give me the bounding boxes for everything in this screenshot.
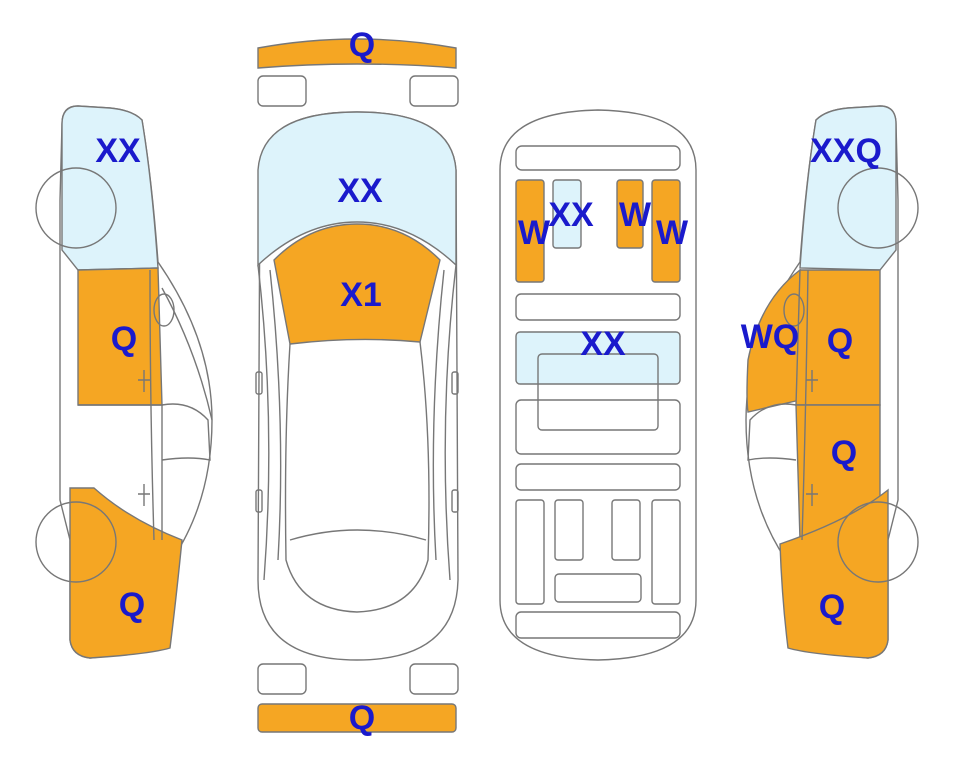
front-bumper-part[interactable] <box>257 38 457 69</box>
top-rear-window <box>289 529 427 541</box>
rear-cushion <box>554 573 642 603</box>
right-mirror-label: WQ <box>741 318 800 356</box>
rear-area <box>515 399 681 455</box>
left-bodyline <box>161 287 213 421</box>
top-side-line-left <box>257 264 270 581</box>
right-rear-wheel <box>837 501 919 583</box>
left-front-wheel <box>35 167 117 249</box>
dashboard <box>515 145 681 171</box>
seat-center-label: W <box>619 196 652 234</box>
hood-label: X1 <box>340 276 382 314</box>
window-center-part[interactable] <box>552 179 582 249</box>
right-door-line <box>801 269 809 541</box>
left-window-label: XX <box>95 132 141 170</box>
left-door-line-2 <box>149 269 155 541</box>
hood-part[interactable] <box>273 223 441 345</box>
left-rear-fender-part[interactable] <box>69 487 183 659</box>
right-door-handle <box>451 489 459 513</box>
rear-seat-left <box>515 499 545 605</box>
left-rear-wheel <box>35 501 117 583</box>
left-mirror-oval <box>153 293 175 327</box>
right-front-door-label: Q <box>827 322 853 360</box>
interior-view: W XX W W XX <box>499 109 697 661</box>
front-bumper-label: Q <box>349 26 375 64</box>
left-mirror <box>255 371 263 395</box>
seat-left-label: W <box>518 214 551 252</box>
right-rear-door-label: Q <box>831 434 857 472</box>
rear-bumper-label: Q <box>349 699 375 737</box>
left-front-door-label: Q <box>111 320 137 358</box>
windshield-label: XX <box>337 172 383 210</box>
left-handle-1 <box>138 370 150 392</box>
front-right-headlight <box>409 75 459 107</box>
seat-right-part[interactable] <box>651 179 681 283</box>
rear-bar-2 <box>515 611 681 639</box>
right-front-wheel <box>837 167 919 249</box>
rear-seat-center-right <box>611 499 641 561</box>
rear-right-light <box>409 663 459 695</box>
left-rear-fender-label: Q <box>119 586 145 624</box>
right-handle-1 <box>806 370 818 392</box>
top-cabin-outline <box>284 341 430 613</box>
right-side-view: XXQ WQ Q Q Q <box>741 105 919 659</box>
right-rear-fender-label: Q <box>819 588 845 626</box>
seat-center-part[interactable] <box>616 179 644 249</box>
left-side-view: XX Q Q <box>35 105 213 659</box>
console-bar <box>515 293 681 321</box>
rear-seat-right <box>651 499 681 605</box>
right-window-part[interactable] <box>799 105 897 271</box>
front-left-headlight <box>257 75 307 107</box>
trunk-part[interactable] <box>515 331 681 385</box>
right-rear-fender-part[interactable] <box>779 488 889 659</box>
seat-left-part[interactable] <box>515 179 545 283</box>
trunk-label: XX <box>580 325 626 363</box>
rear-left-light <box>257 663 307 695</box>
interior-outline <box>499 109 697 661</box>
left-handle-2 <box>138 484 150 506</box>
seat-right-label: W <box>656 214 689 252</box>
top-view: Q XX X1 Q <box>255 26 459 737</box>
top-side-line-right <box>444 264 457 581</box>
right-mirror-part[interactable] <box>746 268 801 413</box>
top-side-inner-left <box>269 269 282 561</box>
left-door-handle <box>255 489 263 513</box>
right-windowline <box>747 403 797 461</box>
right-handle-2 <box>806 484 818 506</box>
right-mirror-oval <box>783 293 805 327</box>
rear-bumper-part[interactable] <box>257 703 457 733</box>
left-windowline <box>161 403 211 461</box>
top-side-inner-right <box>432 269 445 561</box>
rear-bar-1 <box>515 463 681 491</box>
right-mirror <box>451 371 459 395</box>
rear-seat-center-left <box>554 499 584 561</box>
rear-seat-box <box>537 353 659 431</box>
window-center-label: XX <box>548 196 594 234</box>
right-window-label: XXQ <box>810 132 882 170</box>
windshield-part[interactable] <box>257 111 457 267</box>
